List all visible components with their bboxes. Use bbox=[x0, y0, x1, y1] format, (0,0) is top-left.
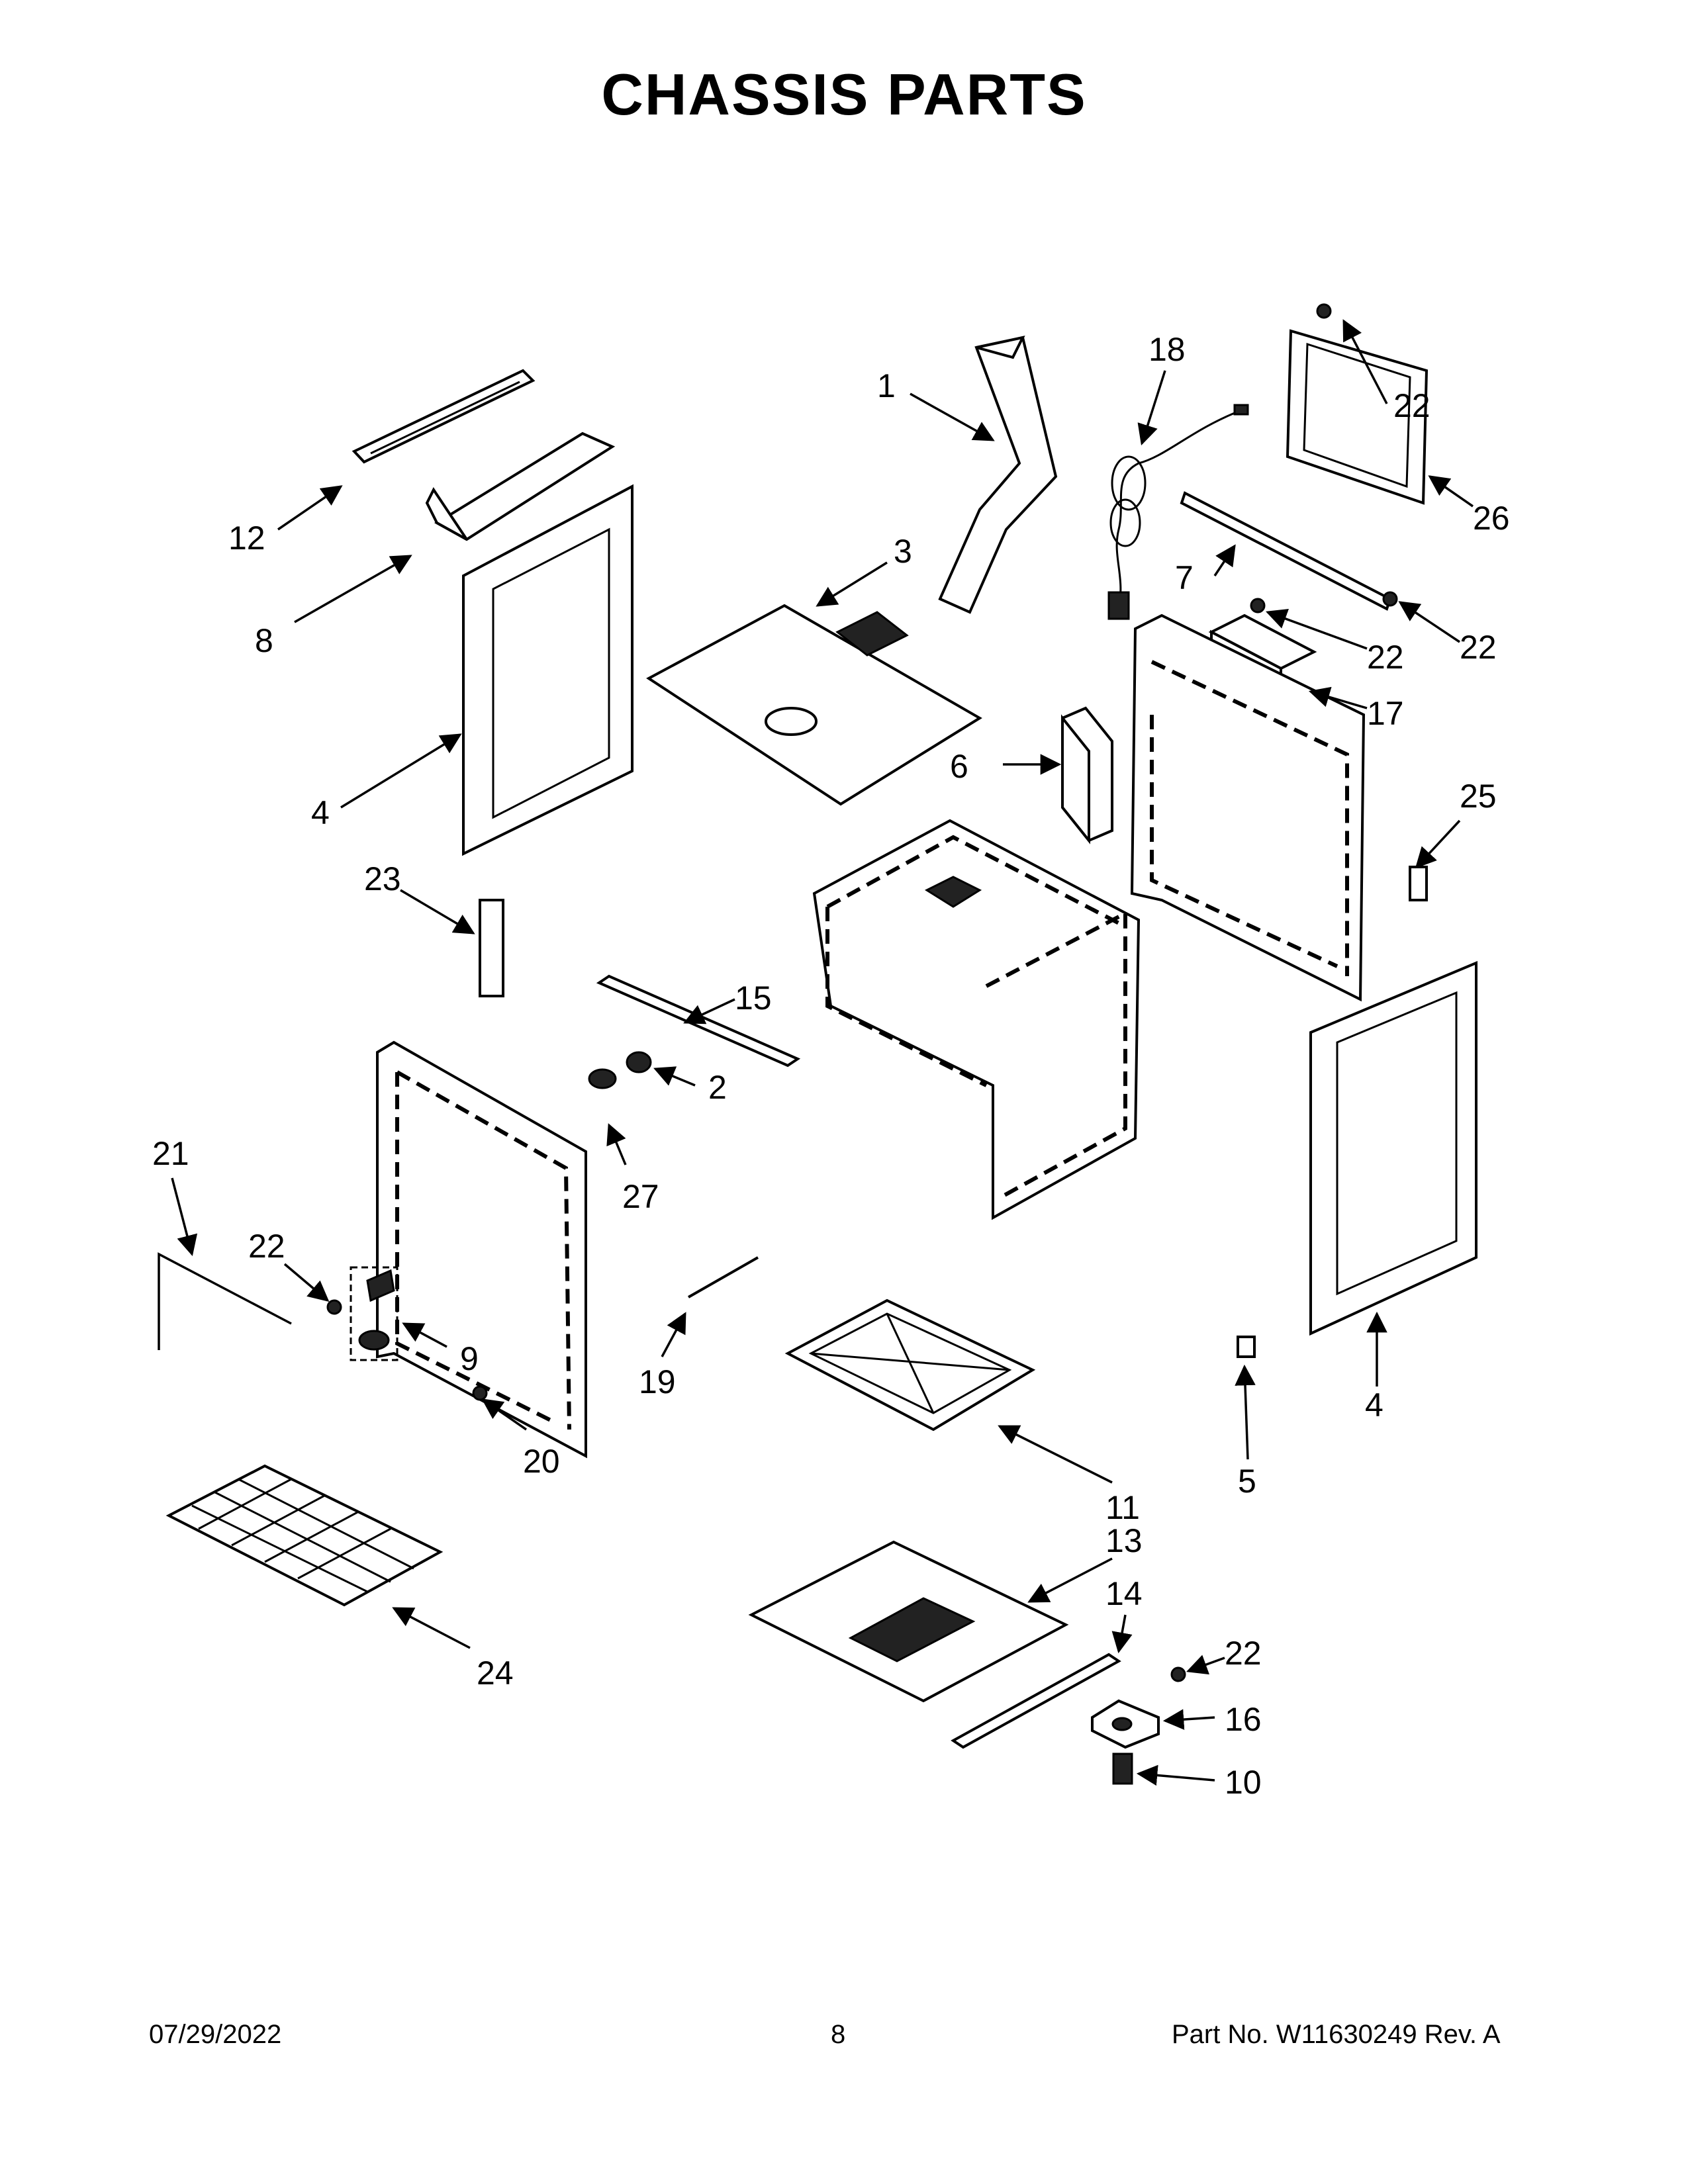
part-21-gasket bbox=[158, 1252, 292, 1350]
callout-16: 16 bbox=[1225, 1701, 1262, 1738]
part-24-oven-rack bbox=[165, 1464, 444, 1607]
callout-1: 1 bbox=[877, 367, 896, 404]
part-19-sensor bbox=[688, 1256, 759, 1298]
part-14-rail bbox=[951, 1653, 1121, 1749]
callout-3: 3 bbox=[894, 533, 912, 570]
callout-22-d: 22 bbox=[248, 1228, 285, 1265]
callout-26: 26 bbox=[1473, 500, 1510, 537]
part-7-brace bbox=[1180, 491, 1392, 611]
footer-part-info: Part No. W11630249 Rev. A bbox=[1172, 2020, 1501, 2049]
callout-17: 17 bbox=[1367, 695, 1404, 732]
callout-24: 24 bbox=[477, 1655, 514, 1692]
callout-4-left: 4 bbox=[311, 794, 330, 831]
callout-18: 18 bbox=[1149, 331, 1186, 368]
part-3-top-panel bbox=[646, 604, 982, 806]
rear-panel bbox=[1130, 614, 1366, 1002]
callout-22-e: 22 bbox=[1225, 1635, 1262, 1672]
callout-9: 9 bbox=[460, 1340, 479, 1377]
callout-23: 23 bbox=[364, 860, 401, 897]
part-25-clip bbox=[1409, 866, 1428, 901]
callout-7: 7 bbox=[1175, 559, 1194, 596]
callout-8: 8 bbox=[255, 622, 273, 659]
callout-11: 11 bbox=[1105, 1489, 1140, 1526]
callout-20: 20 bbox=[523, 1443, 560, 1480]
callout-12: 12 bbox=[228, 520, 265, 557]
part-1-vent-duct bbox=[938, 336, 1058, 614]
screw-icons bbox=[326, 303, 1398, 1682]
callout-13: 13 bbox=[1105, 1522, 1143, 1559]
callout-6: 6 bbox=[950, 748, 968, 785]
callout-15: 15 bbox=[735, 979, 772, 1017]
part-8-bracket bbox=[425, 432, 616, 541]
callout-4-right: 4 bbox=[1365, 1387, 1383, 1424]
leader-lines bbox=[171, 319, 1474, 1786]
footer-page-number: 8 bbox=[831, 2020, 846, 2049]
part-2-and-27-fasteners bbox=[588, 1051, 652, 1089]
page-title: CHASSIS PARTS bbox=[601, 62, 1087, 127]
part-9-leveling-leg bbox=[350, 1266, 399, 1361]
callout-2: 2 bbox=[708, 1069, 727, 1106]
callout-25: 25 bbox=[1460, 778, 1497, 815]
callout-27: 27 bbox=[622, 1178, 659, 1215]
part-11-broil-pan bbox=[784, 1298, 1036, 1432]
callout-21: 21 bbox=[152, 1135, 189, 1172]
part-5-clip bbox=[1237, 1336, 1256, 1358]
part-26-access-cover bbox=[1286, 329, 1429, 505]
callout-5: 5 bbox=[1238, 1463, 1256, 1500]
callout-10: 10 bbox=[1225, 1764, 1262, 1801]
part-4-left-side-panel bbox=[462, 484, 633, 856]
oven-cavity bbox=[812, 819, 1141, 1220]
part-18-power-cord bbox=[1107, 404, 1249, 620]
callout-labels: 1 2 3 4 4 5 6 7 8 9 10 11 12 13 14 15 16… bbox=[152, 331, 1510, 1801]
part-4-right-side-panel bbox=[1309, 960, 1477, 1336]
part-13-bottom-panel bbox=[748, 1540, 1069, 1703]
callout-19: 19 bbox=[639, 1363, 676, 1400]
part-6-insulation-block bbox=[1061, 706, 1113, 844]
part-10-leveling-foot bbox=[1112, 1752, 1133, 1785]
callout-14: 14 bbox=[1105, 1575, 1143, 1612]
part-16-leg-bracket bbox=[1091, 1699, 1160, 1749]
callout-22-b: 22 bbox=[1367, 639, 1404, 676]
callout-22-c: 22 bbox=[1460, 629, 1497, 666]
part-12-trim-strip bbox=[352, 369, 536, 464]
part-23-hinge-receiver bbox=[479, 899, 504, 997]
callout-22-a: 22 bbox=[1393, 387, 1430, 424]
footer-date: 07/29/2022 bbox=[149, 2020, 282, 2049]
